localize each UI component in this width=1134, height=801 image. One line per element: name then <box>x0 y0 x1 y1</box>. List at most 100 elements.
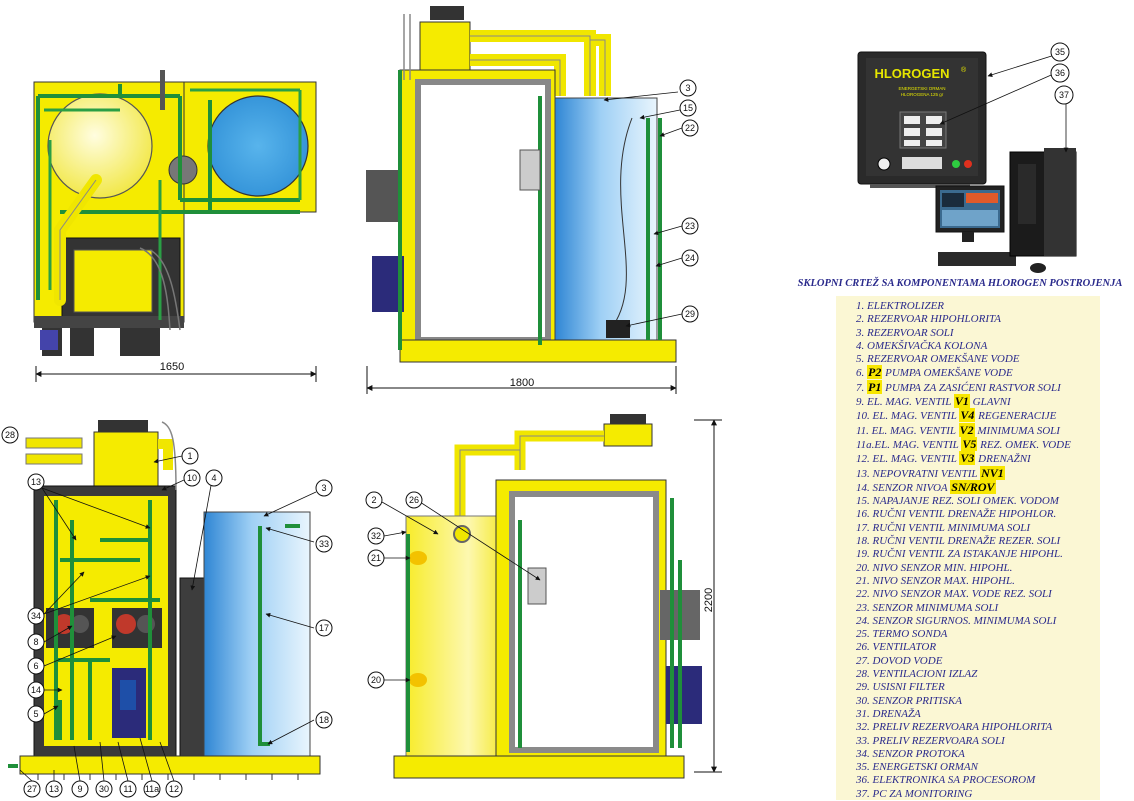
svg-text:6: 6 <box>33 661 38 671</box>
callout-36: 36 <box>1050 63 1070 83</box>
legend-item: 24. SENZOR SIGURNOS. MINIMUMA SOLI <box>856 615 1100 628</box>
legend-item-text: 19. RUČNI VENTIL ZA ISTAKANJE HIPOHL. <box>856 548 1063 561</box>
legend-item-text: 14. SENZOR NIVOA <box>856 481 951 494</box>
callout-5: 5 <box>27 705 45 723</box>
cabinet-subtitle-1: ENERGETSKI ORMAN <box>898 86 945 91</box>
legend-item-text: 27. DOVOD VODE <box>856 654 943 667</box>
callout-3-bottom: 3 <box>315 479 333 497</box>
callout-15: 15 <box>679 99 697 117</box>
front-view-callouts: 28 1 10 4 3 13 33 17 18 34 8 6 14 5 27 1… <box>1 426 333 798</box>
legend-item-code: SN/ROV <box>950 479 996 494</box>
legend-item: 14. SENZOR NIVOA SN/ROV <box>856 479 1100 495</box>
legend-item: 11a.EL. MAG. VENTIL V5 REZ. OMEK. VODE <box>856 436 1100 452</box>
legend-item-text: 29. USISNI FILTER <box>856 681 945 694</box>
callout-22: 22 <box>681 119 699 137</box>
callout-14: 14 <box>27 681 45 699</box>
legend-item-code: V4 <box>959 408 976 423</box>
legend-item-text: 10. EL. MAG. VENTIL <box>856 410 960 423</box>
legend-item: 16. RUČNI VENTIL DRENAŽE HIPOHLOR. <box>856 508 1100 521</box>
legend-item-text: 4. OMEKŠIVAČKA KOLONA <box>856 339 988 352</box>
legend-item: 37. PC ZA MONITORING <box>856 788 1100 801</box>
side-view-top-callouts: 3 15 22 23 24 29 <box>603 79 699 328</box>
legend-item: 28. VENTILACIONI IZLAZ <box>856 668 1100 681</box>
dimension-top-center: 1800 <box>366 366 677 394</box>
svg-text:4: 4 <box>211 473 216 483</box>
callout-3-top: 3 <box>679 79 697 97</box>
callout-37: 37 <box>1054 85 1074 105</box>
legend-item-text: 32. PRELIV REZERVOARA HIPOHLORITA <box>856 721 1053 734</box>
legend-item-text-suffix: PUMPA ZA ZASIĆENI RASTVOR SOLI <box>882 381 1061 394</box>
legend-item-text: 9. EL. MAG. VENTIL <box>856 396 954 409</box>
svg-text:17: 17 <box>319 623 329 633</box>
legend-item: 30. SENZOR PRITISKA <box>856 695 1100 708</box>
legend-item: 33. PRELIV REZERVOARA SOLI <box>856 735 1100 748</box>
callout-28: 28 <box>1 426 19 444</box>
legend-item: 29. USISNI FILTER <box>856 681 1100 694</box>
legend-item-text: 7. <box>856 381 867 394</box>
legend-item-text-suffix: MINIMUMA SOLI <box>974 424 1060 437</box>
svg-text:26: 26 <box>409 495 419 505</box>
legend-item-code: P1 <box>867 379 883 394</box>
legend-item: 18. RUČNI VENTIL DRENAŽE REZER. SOLI <box>856 535 1100 548</box>
legend-item-text: 12. EL. MAG. VENTIL <box>856 453 960 466</box>
legend-item-text-suffix: DRENAŽNI <box>975 453 1031 466</box>
callout-24: 24 <box>681 249 699 267</box>
legend-item-text: 30. SENZOR PRITISKA <box>856 694 963 707</box>
legend-item-text: 21. NIVO SENZOR MAX. HIPOHL. <box>856 574 1015 587</box>
callout-23: 23 <box>681 217 699 235</box>
legend-item: 1. ELEKTROLIZER <box>856 300 1100 313</box>
legend-item-code: V5 <box>961 436 978 451</box>
legend-item-code: NV1 <box>980 465 1005 480</box>
svg-text:30: 30 <box>99 784 109 794</box>
legend-item-text-suffix: REZ. OMEK. VODE <box>977 438 1071 451</box>
svg-text:8: 8 <box>33 637 38 647</box>
legend-item-text: 36. ELEKTRONIKA SA PROCESOROM <box>856 774 1036 787</box>
callout-20: 20 <box>367 671 385 689</box>
svg-text:36: 36 <box>1055 68 1065 78</box>
dimension-top-left: 1650 <box>35 361 317 382</box>
legend-item: 15. NAPAJANJE REZ. SOLI OMEK. VODOM <box>856 495 1100 508</box>
legend-item-text: 22. NIVO SENZOR MAX. VODE REZ. SOLI <box>856 588 1052 601</box>
svg-text:11: 11 <box>123 784 132 794</box>
legend-item: 12. EL. MAG. VENTIL V3 DRENAŽNI <box>856 451 1100 466</box>
callout-17: 17 <box>315 619 333 637</box>
callout-18: 18 <box>315 711 333 729</box>
callout-13-top: 13 <box>27 473 45 491</box>
svg-text:32: 32 <box>371 531 381 541</box>
legend-item-text: 11. EL. MAG. VENTIL <box>856 424 959 437</box>
legend-item-text: 3. REZERVOAR SOLI <box>856 326 954 339</box>
callout-6: 6 <box>27 657 45 675</box>
svg-text:28: 28 <box>5 430 15 440</box>
callout-2: 2 <box>365 491 383 509</box>
legend-item-text: 16. RUČNI VENTIL DRENAŽE HIPOHLOR. <box>856 508 1057 521</box>
legend-item-text: 35. ENERGETSKI ORMAN <box>856 761 978 774</box>
callout-29: 29 <box>681 305 699 323</box>
svg-text:15: 15 <box>683 103 693 113</box>
legend-item: 5. REZERVOAR OMEKŠANE VODE <box>856 353 1100 366</box>
callout-26: 26 <box>405 491 423 509</box>
dimension-label-1650: 1650 <box>160 361 184 373</box>
svg-text:9: 9 <box>77 784 82 794</box>
callout-32: 32 <box>367 527 385 545</box>
legend-item: 27. DOVOD VODE <box>856 655 1100 668</box>
svg-text:5: 5 <box>33 709 38 719</box>
callout-34: 34 <box>27 607 45 625</box>
callout-33: 33 <box>315 535 333 553</box>
callout-4: 4 <box>205 469 223 487</box>
svg-text:2: 2 <box>371 495 376 505</box>
legend-item-text: 33. PRELIV REZERVOARA SOLI <box>856 734 1005 747</box>
legend-item: 36. ELEKTRONIKA SA PROCESOROM <box>856 774 1100 787</box>
dimension-label-1800: 1800 <box>510 377 534 389</box>
callout-12: 12 <box>165 780 183 798</box>
svg-text:1: 1 <box>187 451 192 461</box>
svg-text:12: 12 <box>169 784 179 794</box>
legend-item-text: 24. SENZOR SIGURNOS. MINIMUMA SOLI <box>856 614 1057 627</box>
control-cabinet: HLOROGEN ® ENERGETSKI ORMAN HLOROGENA 12… <box>857 51 987 188</box>
callout-10: 10 <box>183 469 201 487</box>
legend-item-text: 31. DRENAŽA <box>856 707 921 720</box>
svg-text:27: 27 <box>27 784 37 794</box>
svg-text:22: 22 <box>685 123 695 133</box>
callout-11a: 11a <box>143 780 161 798</box>
legend-item: 20. NIVO SENZOR MIN. HIPOHL. <box>856 562 1100 575</box>
